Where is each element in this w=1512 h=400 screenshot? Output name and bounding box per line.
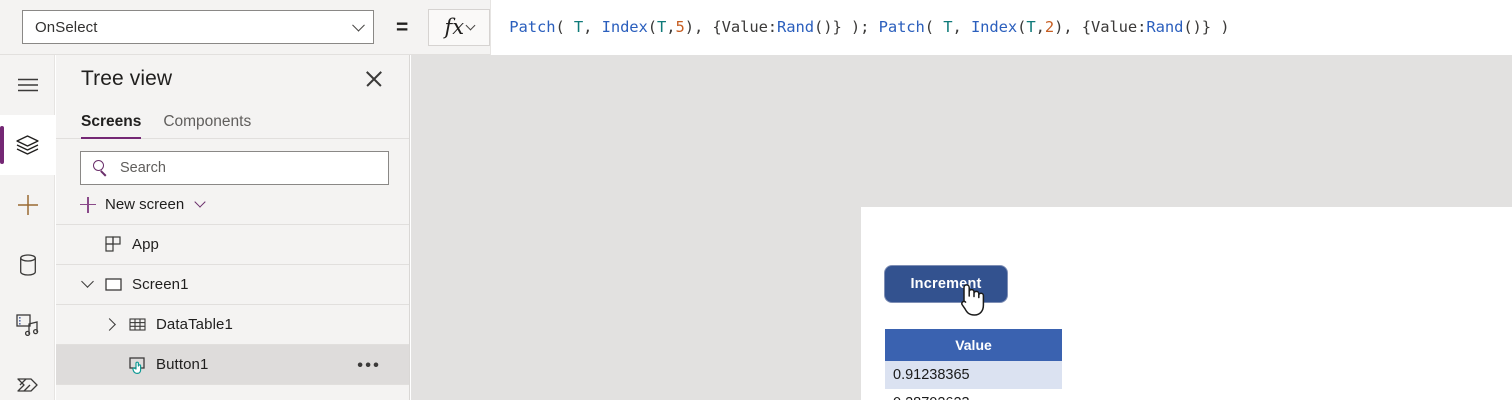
formula-token: (	[1017, 18, 1027, 36]
tree-item-app[interactable]: App	[56, 225, 409, 265]
tree-item-label: App	[132, 236, 159, 253]
button-icon	[129, 357, 145, 374]
formula-token: ), {Value:	[684, 18, 778, 36]
formula-input[interactable]: Patch( T, Index(T,5), {Value:Rand()} ); …	[490, 0, 1512, 55]
search-container: Search	[56, 139, 409, 185]
formula-token: T	[573, 18, 584, 36]
tree-item-label: Button1	[156, 356, 209, 373]
data-database-icon	[19, 254, 36, 276]
tree-view-panel: Tree view Screens Components Search New s…	[56, 55, 410, 400]
panel-title: Tree view	[81, 67, 173, 90]
insert-button[interactable]	[0, 175, 55, 235]
canvas-background: Increment Value 0.91238365 0.28702623	[411, 55, 1512, 400]
media-icon	[15, 314, 38, 336]
tree-item-datatable1[interactable]: DataTable1	[56, 305, 409, 345]
search-input[interactable]: Search	[80, 151, 389, 185]
table-cell-value: 0.91238365	[893, 367, 970, 383]
tree-view-header: Tree view	[56, 55, 409, 103]
fx-button[interactable]: fx	[428, 8, 491, 46]
column-header-value: Value	[955, 337, 992, 353]
tree-view-button[interactable]	[0, 115, 55, 175]
formula-token: 2	[1044, 18, 1055, 36]
tree-item-label: DataTable1	[156, 316, 233, 333]
equals-sign: =	[396, 15, 409, 39]
property-dropdown[interactable]: OnSelect	[22, 10, 374, 44]
tree-item-label: Screen1	[132, 276, 189, 293]
tab-screens[interactable]: Screens	[81, 113, 142, 139]
formula-text: Patch( T, Index(T,5), {Value:Rand()} ); …	[509, 18, 1229, 36]
formula-token: Patch	[878, 18, 925, 36]
new-screen-button[interactable]: New screen	[56, 185, 409, 224]
panel-tabs: Screens Components	[56, 103, 409, 139]
formula-token: (	[647, 18, 658, 36]
search-placeholder: Search	[120, 160, 166, 176]
hamburger-menu-button[interactable]	[0, 55, 55, 115]
data-table[interactable]: Value 0.91238365 0.28702623	[885, 329, 1062, 400]
plus-icon	[80, 196, 96, 213]
formula-token: Index	[970, 18, 1018, 36]
formula-token: ()} );	[813, 18, 879, 36]
formula-token: T	[1026, 18, 1036, 36]
formula-token: (	[555, 18, 574, 36]
left-icon-rail	[0, 55, 55, 400]
chevron-down-icon[interactable]	[78, 275, 96, 289]
formula-token: (	[924, 18, 944, 36]
data-button[interactable]	[0, 235, 55, 295]
hamburger-menu-icon	[17, 78, 38, 92]
data-table-header: Value	[885, 329, 1062, 361]
power-automate-button[interactable]	[0, 355, 55, 400]
increment-button[interactable]: Increment	[885, 266, 1007, 302]
chevron-down-icon	[352, 18, 365, 32]
tab-components[interactable]: Components	[163, 113, 252, 130]
chevron-down-icon	[194, 195, 206, 208]
app-grid-icon	[105, 236, 121, 252]
table-row[interactable]: 0.28702623	[885, 389, 1062, 400]
tree-view-layers-icon	[16, 135, 39, 155]
media-button[interactable]	[0, 295, 55, 355]
table-row[interactable]: 0.91238365	[885, 361, 1062, 389]
app-screen-canvas[interactable]: Increment Value 0.91238365 0.28702623	[861, 207, 1512, 400]
formula-bar: OnSelect = fx Patch( T, Index(T,5), {Val…	[0, 0, 1512, 55]
chevron-down-icon	[465, 20, 476, 30]
formula-token: ()} )	[1183, 18, 1230, 36]
formula-token: Rand	[1146, 18, 1184, 36]
formula-token: ,	[583, 18, 602, 36]
tree-item-screen1[interactable]: Screen1	[56, 265, 409, 305]
property-dropdown-value: OnSelect	[35, 18, 98, 36]
formula-token: Index	[601, 18, 648, 36]
formula-token: T	[943, 18, 953, 36]
search-icon	[93, 159, 110, 177]
close-icon[interactable]	[361, 66, 387, 92]
increment-button-label: Increment	[910, 276, 982, 292]
formula-token: ,	[952, 18, 971, 36]
insert-plus-icon	[17, 195, 38, 215]
formula-token: ,	[1035, 18, 1045, 36]
formula-token: Rand	[777, 18, 814, 36]
tree-item-more-button[interactable]: •••	[357, 355, 381, 374]
chevron-right-icon[interactable]	[102, 318, 120, 331]
formula-token: ), {Value:	[1054, 18, 1147, 36]
fx-icon: fx	[444, 14, 465, 39]
formula-token: ,	[666, 18, 676, 36]
new-screen-label: New screen	[105, 196, 185, 213]
datatable-icon	[129, 318, 146, 331]
data-table-body: 0.91238365 0.28702623	[885, 361, 1062, 400]
screen-icon	[105, 278, 122, 291]
formula-token: Patch	[509, 18, 556, 36]
tree-item-button1[interactable]: Button1 •••	[56, 345, 409, 385]
formula-token: 5	[675, 18, 685, 36]
power-automate-flow-icon	[16, 378, 38, 392]
table-cell-value: 0.28702623	[893, 395, 970, 400]
formula-token: T	[657, 18, 667, 36]
